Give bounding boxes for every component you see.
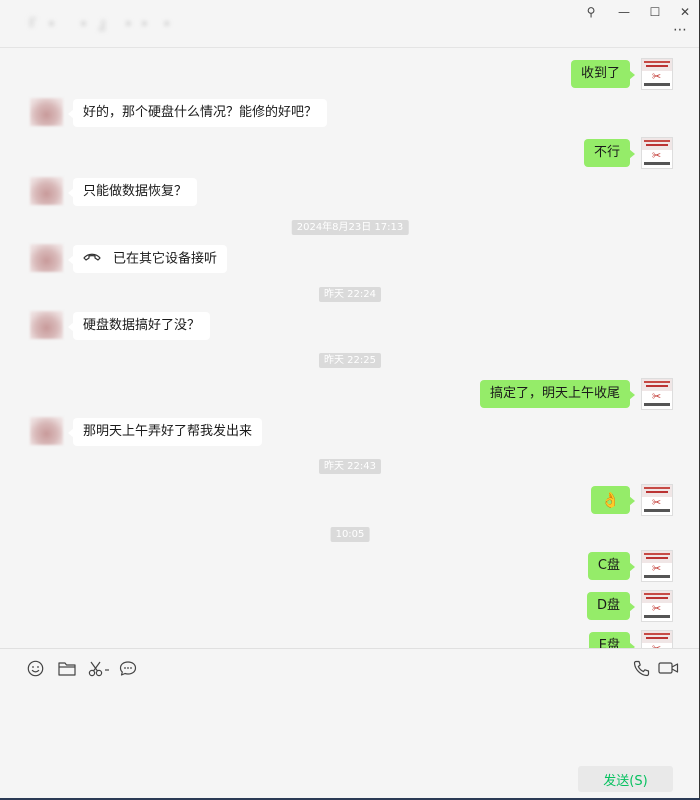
- timestamp: 昨天 22:43: [319, 459, 381, 474]
- self-avatar[interactable]: ✂: [641, 137, 673, 169]
- voice-call-icon[interactable]: [631, 658, 651, 678]
- message-row: 已在其它设备接听: [0, 244, 700, 276]
- message-bubble[interactable]: 不行: [583, 139, 636, 167]
- message-row: 搞定了，明天上午收尾 ✂: [0, 378, 700, 410]
- self-avatar[interactable]: ✂: [641, 484, 673, 516]
- self-avatar[interactable]: ✂: [641, 630, 673, 648]
- call-record-bubble[interactable]: 已在其它设备接听: [67, 245, 228, 273]
- timestamp: 10:05: [330, 527, 370, 542]
- message-row: C盘 ✂: [0, 550, 700, 582]
- message-bubble[interactable]: D盘: [586, 592, 636, 620]
- peer-avatar[interactable]: [30, 311, 63, 339]
- message-row: E盘 ✂: [0, 630, 700, 648]
- message-row: 只能做数据恢复？: [0, 177, 700, 209]
- self-avatar[interactable]: ✂: [641, 58, 673, 90]
- timestamp: 昨天 22:24: [319, 287, 381, 302]
- message-input[interactable]: [16, 687, 684, 757]
- window-bottom-edge: [0, 798, 700, 800]
- emoji-icon[interactable]: [25, 658, 45, 678]
- self-avatar[interactable]: ✂: [641, 550, 673, 582]
- message-row: 不行 ✂: [0, 137, 700, 169]
- emoji-message-bubble[interactable]: 👌: [591, 486, 635, 514]
- message-row: 那明天上午弄好了帮我发出来: [0, 417, 700, 449]
- message-bubble[interactable]: C盘: [587, 552, 636, 580]
- message-bubble[interactable]: 只能做数据恢复？: [67, 178, 198, 206]
- ok-hand-emoji-icon: 👌: [601, 491, 620, 509]
- close-button[interactable]: ✕: [679, 5, 691, 19]
- phone-hangup-icon: [83, 245, 101, 273]
- pin-icon[interactable]: ⚲: [586, 5, 596, 19]
- more-options-icon[interactable]: ⋯: [673, 22, 687, 38]
- message-bubble[interactable]: 好的，那个硬盘什么情况？能修的好吧？: [67, 99, 328, 127]
- message-bubble[interactable]: E盘: [588, 632, 636, 648]
- chat-history-icon[interactable]: [118, 658, 138, 678]
- call-record-text: 已在其它设备接听: [113, 251, 218, 267]
- maximize-button[interactable]: ☐: [649, 5, 661, 19]
- message-row: 收到了 ✂: [0, 58, 700, 90]
- minimize-button[interactable]: —: [618, 5, 630, 19]
- chat-history[interactable]: 收到了 ✂ 好的，那个硬盘什么情况？能修的好吧？ 不行 ✂ 只能做数据恢复？ 2…: [0, 48, 700, 648]
- peer-avatar[interactable]: [30, 177, 63, 205]
- timestamp: 昨天 22:25: [319, 353, 381, 368]
- message-bubble[interactable]: 那明天上午弄好了帮我发出来: [67, 418, 263, 446]
- message-bubble[interactable]: 搞定了，明天上午收尾: [479, 380, 636, 408]
- self-avatar[interactable]: ✂: [641, 378, 673, 410]
- chat-title: 『 ・ ・ 』 ・・ ・: [22, 17, 176, 33]
- message-bubble[interactable]: 硬盘数据搞好了没？: [67, 312, 211, 340]
- title-bar: 『 ・ ・ 』 ・・ ・ ⚲ — ☐ ✕ ⋯: [0, 0, 700, 48]
- peer-avatar[interactable]: [30, 244, 63, 272]
- timestamp: 2024年8月23日 17:13: [291, 220, 409, 235]
- screenshot-scissors-icon[interactable]: [87, 658, 113, 678]
- message-row: 👌 ✂: [0, 484, 700, 516]
- message-row: 硬盘数据搞好了没？: [0, 311, 700, 343]
- message-row: D盘 ✂: [0, 590, 700, 622]
- input-panel: 发送(S): [0, 648, 700, 800]
- self-avatar[interactable]: ✂: [641, 590, 673, 622]
- message-bubble[interactable]: 收到了: [570, 60, 636, 88]
- peer-avatar[interactable]: [30, 417, 63, 445]
- message-row: 好的，那个硬盘什么情况？能修的好吧？: [0, 98, 700, 130]
- folder-icon[interactable]: [57, 658, 77, 678]
- video-call-icon[interactable]: [656, 658, 680, 678]
- peer-avatar[interactable]: [30, 98, 63, 126]
- send-button[interactable]: 发送(S): [578, 766, 673, 792]
